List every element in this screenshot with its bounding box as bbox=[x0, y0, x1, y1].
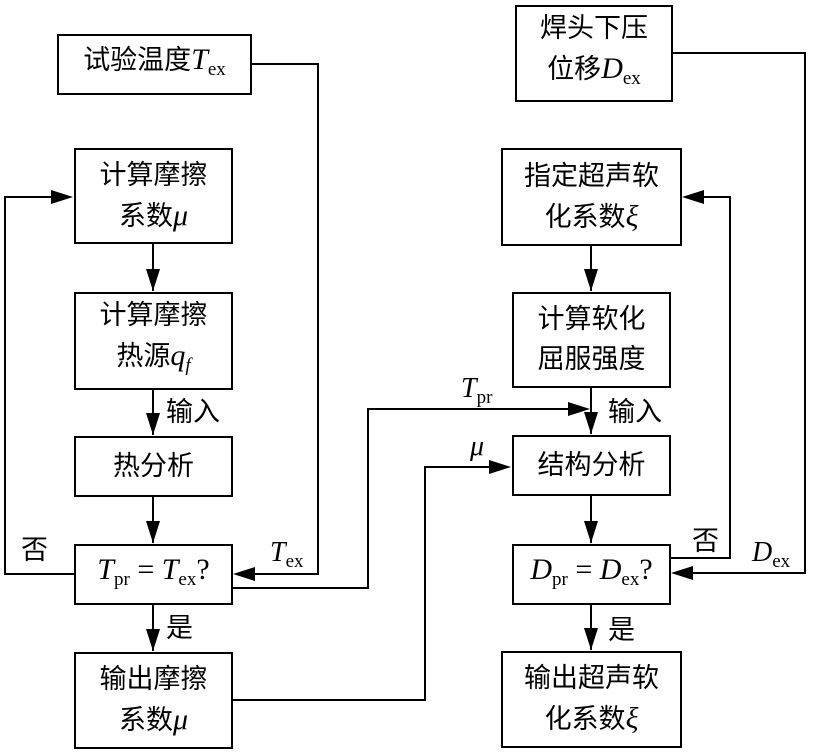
output-friction-coef-box: 输出摩擦 系数μ bbox=[74, 652, 233, 749]
line-dex-right bbox=[672, 52, 806, 574]
label-tpr-cross: Tpr bbox=[461, 373, 493, 409]
arrowhead-left bbox=[671, 566, 693, 580]
arrowheads bbox=[51, 190, 704, 651]
label-yes-right: 是 bbox=[608, 615, 635, 646]
line-mu-cross bbox=[232, 466, 498, 701]
thermal-analysis-box: 热分析 bbox=[74, 436, 233, 497]
arrowhead-down bbox=[584, 412, 598, 434]
label-tex-left: Tex bbox=[270, 537, 304, 573]
arrowhead-down bbox=[146, 269, 160, 291]
arrowhead-right bbox=[51, 190, 73, 204]
label-input-right: 输入 bbox=[608, 397, 662, 428]
line-tpr-cross bbox=[232, 408, 575, 589]
arrowhead-left bbox=[233, 567, 255, 581]
label-input-left: 输入 bbox=[166, 397, 220, 428]
arrowhead-down bbox=[584, 628, 598, 650]
loop-no-left bbox=[4, 196, 74, 575]
arrowhead-down bbox=[146, 521, 160, 543]
arrowhead-down bbox=[584, 521, 598, 543]
specify-softening-coef-box: 指定超声软 化系数ξ bbox=[501, 148, 682, 246]
temperature-decision-box: Tpr = Tex? bbox=[74, 544, 233, 605]
arrowhead-right bbox=[568, 402, 590, 416]
arrowhead-down bbox=[146, 413, 160, 435]
label-yes-left: 是 bbox=[166, 613, 193, 644]
line-tex-left bbox=[245, 63, 319, 575]
calc-softened-yield-box: 计算软化 屈服强度 bbox=[512, 292, 671, 388]
test-temperature-box: 试验温度Tex bbox=[57, 34, 252, 95]
label-dex-right: Dex bbox=[752, 537, 791, 573]
label-no-right: 否 bbox=[692, 526, 719, 557]
arrowhead-right bbox=[489, 460, 511, 474]
horn-displacement-box: 焊头下压 位移Dex bbox=[515, 5, 673, 102]
arrowhead-down bbox=[584, 269, 598, 291]
output-softening-coef-box: 输出超声软 化系数ξ bbox=[501, 651, 682, 748]
calc-friction-coef-box: 计算摩擦 系数μ bbox=[74, 148, 233, 244]
loop-no-right bbox=[670, 196, 731, 559]
structural-analysis-box: 结构分析 bbox=[512, 435, 671, 496]
label-no-left: 否 bbox=[21, 535, 48, 566]
arrowhead-down bbox=[146, 629, 160, 651]
displacement-decision-box: Dpr = Dex? bbox=[512, 544, 671, 605]
label-mu-cross: μ bbox=[470, 431, 485, 462]
arrowhead-left bbox=[682, 190, 704, 204]
calc-friction-heat-source-box: 计算摩擦 热源qf bbox=[74, 292, 233, 390]
